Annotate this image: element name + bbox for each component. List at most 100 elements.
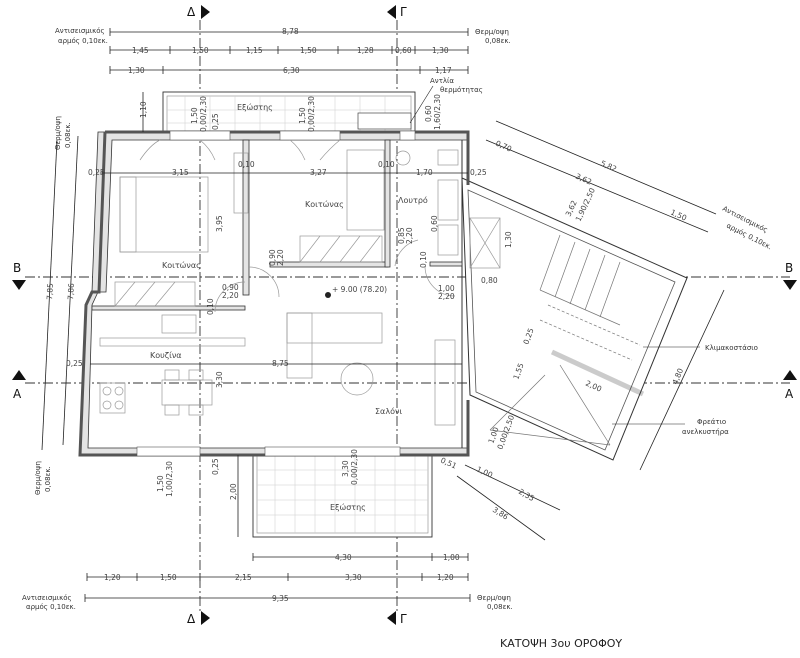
section-marker-b-left: B bbox=[12, 261, 26, 290]
dimension-label: + 9.00 (78.20) bbox=[332, 285, 387, 294]
dimension-label: 0,25 bbox=[211, 113, 220, 130]
dimension-label: 0,00/2,30 bbox=[350, 449, 359, 485]
dimension-label: 0,25 bbox=[211, 458, 220, 475]
coffee-table bbox=[340, 362, 374, 396]
dimension-label: 0,90 bbox=[268, 249, 277, 266]
dimension-label: Γ bbox=[400, 5, 407, 19]
dimension-label: Θερμ/οψη bbox=[477, 594, 511, 602]
dimension-label: Δ bbox=[187, 612, 196, 626]
dimension-label: αρμός 0,10εκ. bbox=[58, 37, 108, 45]
section-marker-gamma-bottom: Γ bbox=[387, 611, 407, 626]
washbasin bbox=[437, 149, 459, 166]
dimension-label: Δ bbox=[187, 5, 196, 19]
dimension-label: 1,50 bbox=[190, 107, 199, 124]
dimension-label: 0,08εκ. bbox=[64, 122, 72, 148]
section-marker-delta-top: Δ bbox=[187, 5, 210, 19]
dimension-label: Θερμ/οψη bbox=[54, 116, 62, 150]
stove bbox=[99, 382, 126, 414]
dimension-label: 3,15 bbox=[172, 168, 189, 177]
dimension-label: 2,00 bbox=[229, 483, 238, 500]
section-marker-delta-bottom: Δ bbox=[187, 611, 210, 626]
dimension-label: Αντισεισμικός bbox=[22, 594, 72, 602]
dimension-label: 3,30 bbox=[345, 573, 362, 582]
section-marker-b-right: B bbox=[783, 261, 797, 290]
bed-double bbox=[119, 176, 209, 253]
dimension-label: θερμότητας bbox=[440, 86, 483, 94]
dimension-label: 0,00/2,30 bbox=[307, 96, 316, 132]
elevator-cabin bbox=[469, 217, 501, 269]
dimension-label: ανελκυστήρα bbox=[682, 428, 729, 436]
dimension-label: 3,27 bbox=[310, 168, 327, 177]
dimension-label: 1,15 bbox=[246, 46, 263, 55]
dimension-label: 0,70 bbox=[494, 139, 513, 154]
dimension-label: 0,80 bbox=[481, 276, 498, 285]
dimension-label: 3,86 bbox=[491, 505, 510, 522]
tv-unit bbox=[434, 339, 456, 426]
dimension-label: 8,78 bbox=[282, 27, 299, 36]
dimension-label: 2,20 bbox=[405, 227, 414, 244]
dimension-label: 2,20 bbox=[276, 249, 285, 266]
dimension-label: 1,50 bbox=[298, 107, 307, 124]
section-marker-a-left: A bbox=[12, 370, 26, 401]
sofa bbox=[286, 312, 383, 344]
dimension-label: 0,25 bbox=[470, 168, 487, 177]
dimension-label: 0,10 bbox=[206, 298, 215, 315]
dimension-label: 4,30 bbox=[335, 553, 352, 562]
dimension-label: 0,60 bbox=[424, 105, 433, 122]
plan-title: ΚΑΤΟΨΗ 3ου ΟΡΟΦΟΥ bbox=[500, 637, 622, 650]
dimension-label: 2,15 bbox=[235, 573, 252, 582]
dimension-label: Κοιτώνας bbox=[162, 260, 201, 270]
wardrobe-bed2 bbox=[299, 235, 383, 263]
dimension-label: Σαλόνι bbox=[375, 406, 402, 416]
shower bbox=[437, 179, 459, 221]
dimension-label: 2,20 bbox=[222, 291, 239, 300]
dimension-label: 1,28 bbox=[357, 46, 374, 55]
dimension-label: 3,95 bbox=[215, 215, 224, 232]
dimension-label: 2,35 bbox=[517, 487, 536, 503]
section-marker-gamma-top: Γ bbox=[387, 5, 407, 19]
dimension-label: 0,60 bbox=[395, 46, 412, 55]
desk bbox=[233, 152, 249, 214]
dimension-label: 1,00 bbox=[438, 284, 455, 293]
dimension-label: B bbox=[785, 261, 793, 275]
level-marker-icon bbox=[325, 292, 331, 298]
dimension-label: 3,62 bbox=[574, 172, 593, 187]
dimensions-interior: 0,25 3,15 0,10 3,27 0,10 1,70 0,25 3,95 … bbox=[66, 94, 513, 537]
furniture bbox=[99, 139, 501, 426]
washer bbox=[437, 224, 459, 256]
dimension-label: 0,25 bbox=[66, 359, 83, 368]
dimension-label: 1,20 bbox=[104, 573, 121, 582]
dimension-label: 1,30 bbox=[128, 66, 145, 75]
balcony-bottom bbox=[252, 454, 433, 538]
dimension-label: 0,85 bbox=[397, 227, 406, 244]
dimension-label: Αντλία bbox=[430, 77, 454, 85]
dimension-label: Αντισεισμικός bbox=[55, 27, 105, 35]
dimension-label: 0,90 bbox=[222, 283, 239, 292]
dimension-label: 0,10 bbox=[238, 160, 255, 169]
dimension-label: 7,86 bbox=[66, 283, 76, 300]
dimension-label: 0,25 bbox=[88, 168, 105, 177]
dimension-label: 1,60/2,30 bbox=[433, 94, 442, 130]
dimensions-bottom: 4,30 1,00 1,20 1,50 2,15 3,30 1,20 9,35 bbox=[84, 553, 471, 603]
dimension-label: Φρεάτιο bbox=[697, 418, 726, 426]
dimensions-top: 8,78 1,45 1,50 1,15 1,50 1,28 0,60 1,30 … bbox=[109, 27, 469, 75]
dimension-label: 1,50 bbox=[300, 46, 317, 55]
dimension-label: 1,70 bbox=[416, 168, 433, 177]
room-labels: Εξώστης Κοιτώνας Κοιτώνας Λουτρό Κουζίνα… bbox=[150, 102, 428, 512]
heat-pump-unit bbox=[357, 112, 412, 130]
dimension-label: 3,30 bbox=[215, 371, 224, 388]
dimension-label: 0,10 bbox=[378, 160, 395, 169]
bed-single bbox=[346, 149, 385, 231]
wardrobe-bed1 bbox=[114, 281, 196, 307]
dimension-label: 0,10 bbox=[419, 251, 428, 268]
dimension-label: Θερμ/οψη bbox=[34, 461, 42, 495]
dimension-label: 0,08εκ. bbox=[487, 603, 513, 611]
section-marker-a-right: A bbox=[783, 370, 797, 401]
dimension-label: 1,00 bbox=[443, 553, 460, 562]
dimension-label: 1,50 bbox=[192, 46, 209, 55]
dimension-label: Κλιμακοστάσιο bbox=[705, 344, 758, 352]
dimension-label: 0,00/2,30 bbox=[199, 96, 208, 132]
dimension-label: A bbox=[13, 387, 22, 401]
dimension-label: Εξώστης bbox=[237, 102, 273, 112]
